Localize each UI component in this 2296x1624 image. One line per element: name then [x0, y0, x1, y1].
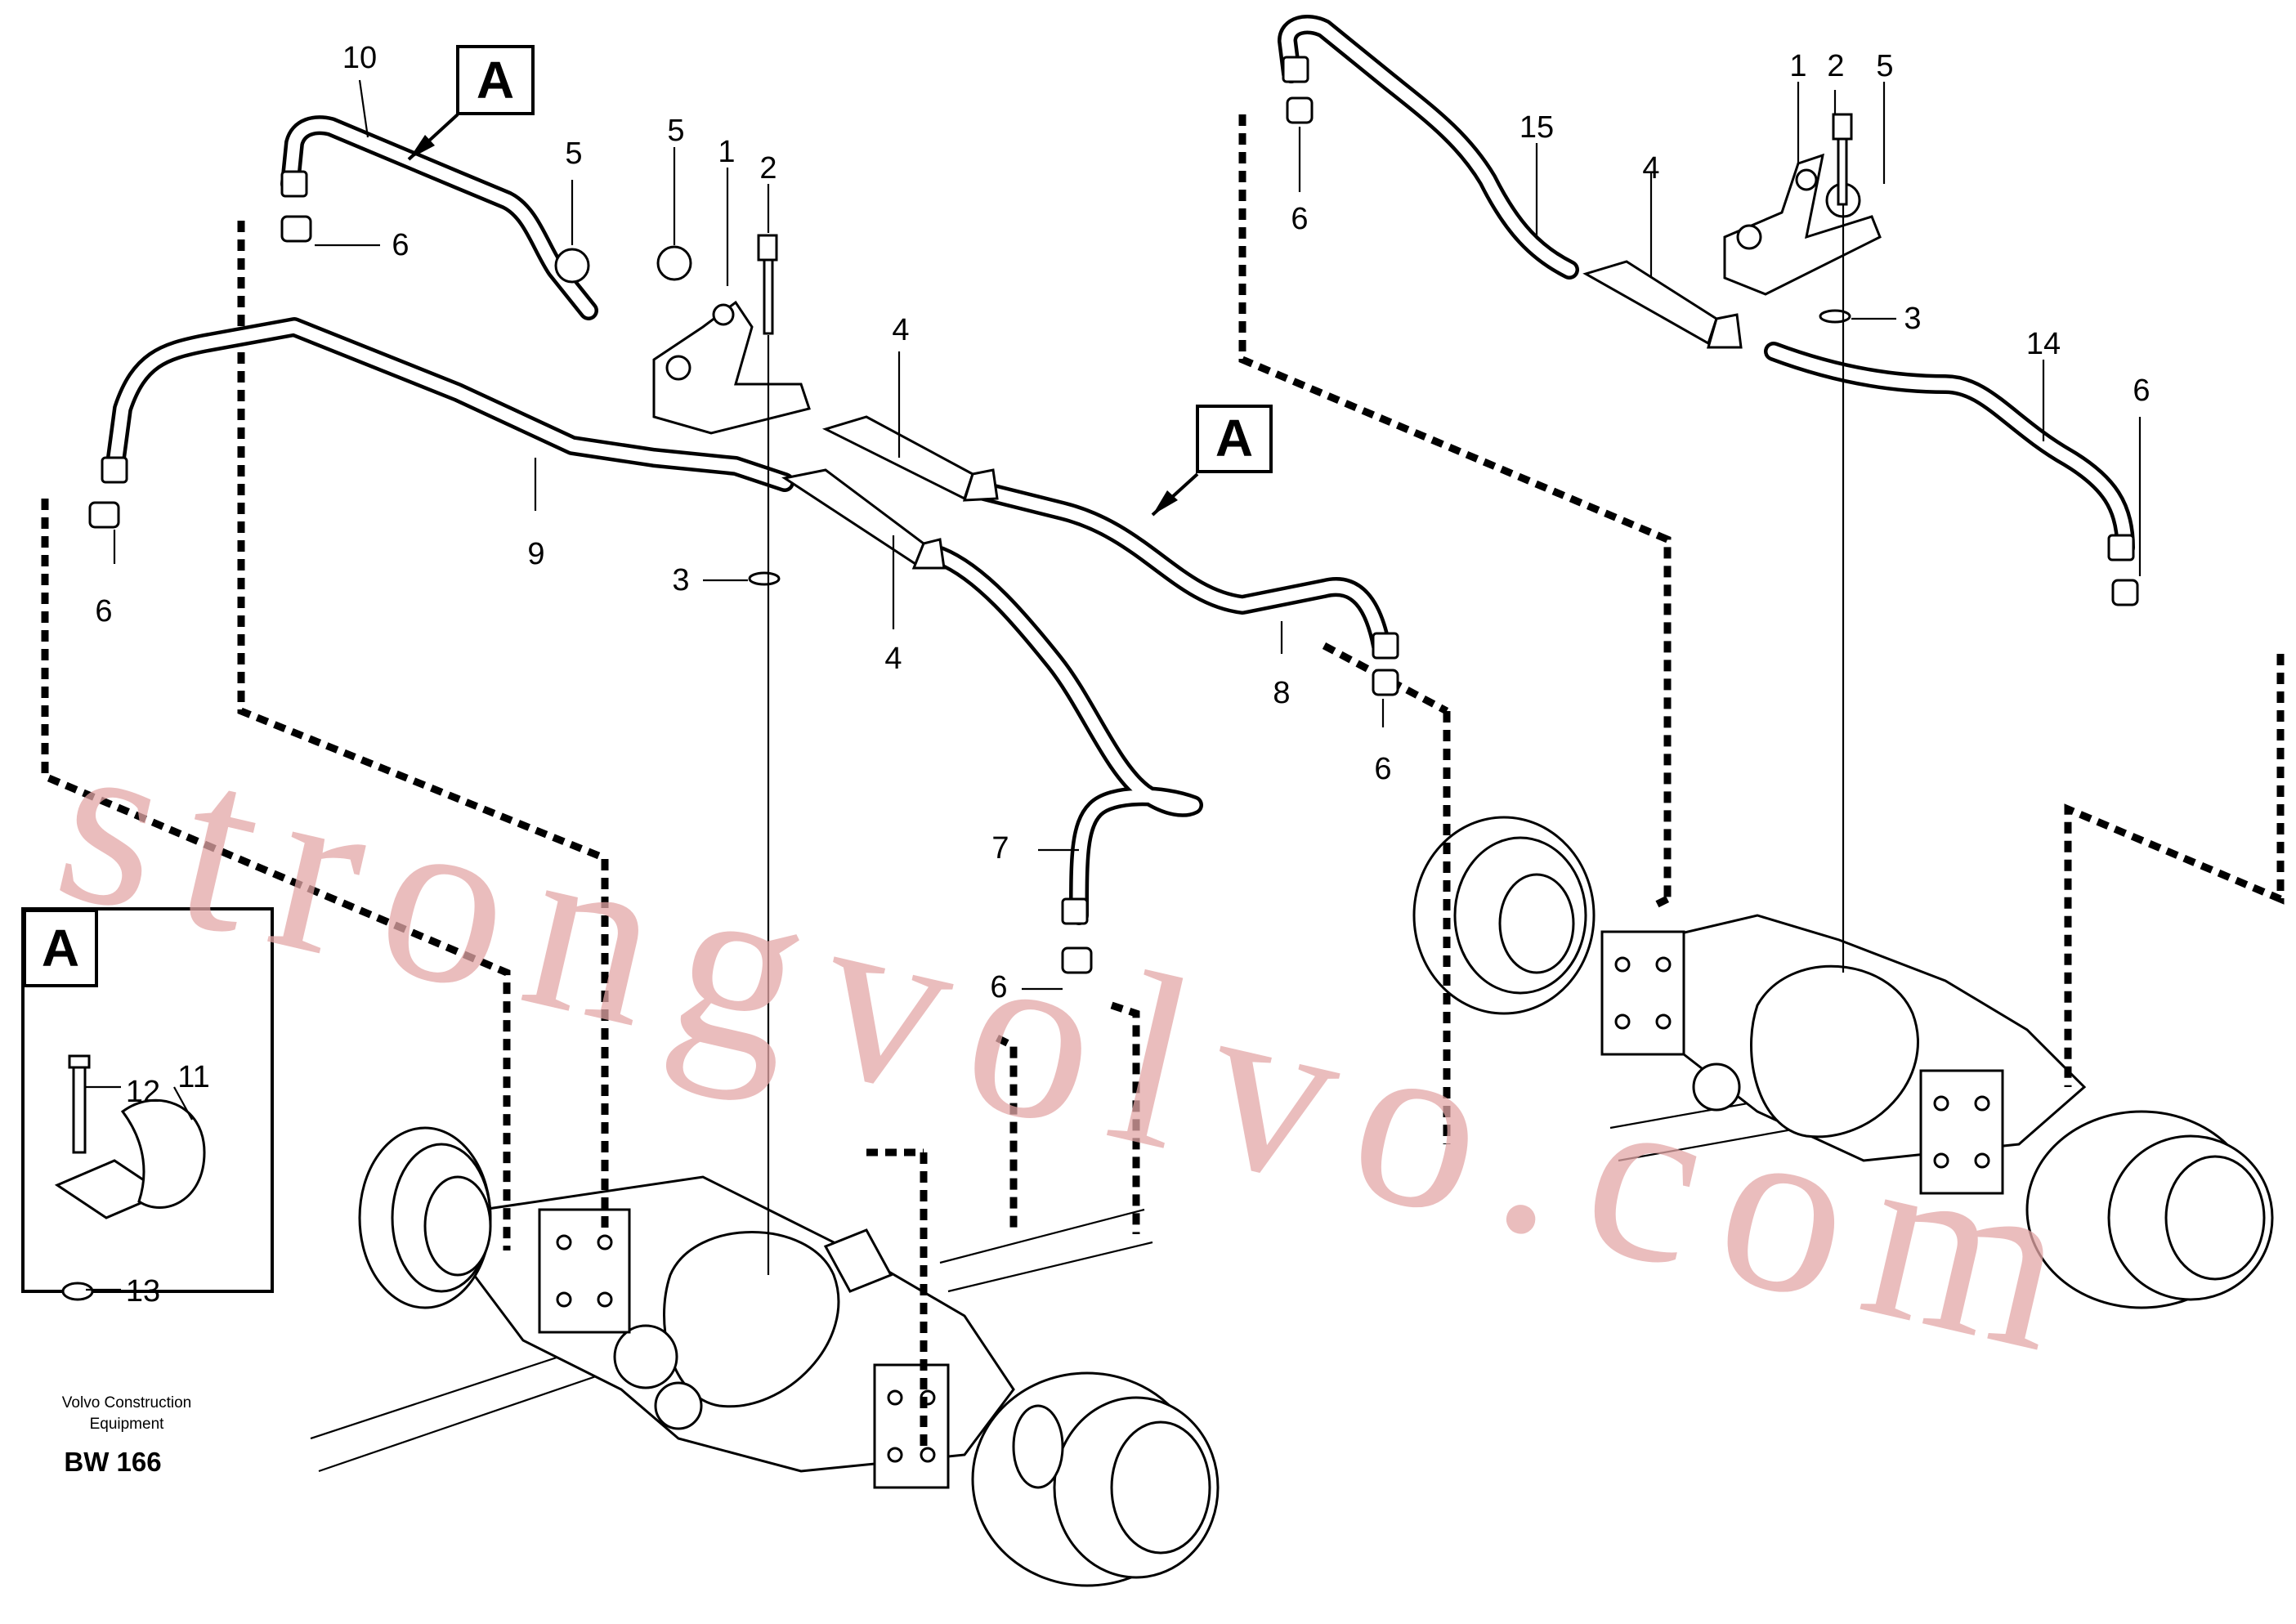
pipe-7: [930, 546, 1203, 925]
drawing-code: BW 166: [64, 1447, 161, 1477]
detail-view-a: A: [21, 907, 274, 1301]
callout-labels: 10 5 5 1 2 6 4 9 6 3 4 8 6 7 6 1 2 5 15 …: [95, 41, 2150, 1309]
right-axle-mount-block-right: [1919, 1069, 2004, 1195]
leader-lines: [113, 79, 2142, 991]
callout-5: 5: [565, 136, 582, 171]
dashed-leaders: [41, 114, 2285, 1447]
left-axle-mount-block: [538, 1208, 631, 1334]
fittings: [88, 56, 2139, 974]
callout-4: 4: [884, 642, 902, 676]
callout-7: 7: [991, 831, 1009, 866]
callout-3: 3: [672, 563, 689, 597]
view-marker-a-left: A: [407, 45, 535, 161]
callout-14: 14: [2026, 327, 2061, 361]
callout-5: 5: [1876, 49, 1893, 83]
hose-4-right: [1582, 260, 1743, 349]
pipe-14: [1764, 342, 2135, 557]
pipe-9: [105, 317, 794, 492]
callout-1: 1: [1789, 49, 1806, 83]
small-parts: [554, 113, 1861, 1275]
right-axle: [1412, 816, 2274, 1309]
left-axle-mount-block-right: [873, 1363, 950, 1489]
hose-4-lower: [781, 468, 946, 570]
callout-6: 6: [392, 228, 409, 262]
callout-8: 8: [1273, 676, 1290, 710]
callout-1: 1: [718, 135, 735, 169]
bracket-1-right: [1723, 153, 1882, 296]
callout-4: 4: [892, 313, 909, 347]
hose-4-upper: [821, 415, 999, 502]
callout-6: 6: [95, 594, 112, 629]
callout-10: 10: [342, 41, 377, 75]
callout-2: 2: [759, 151, 777, 186]
pipe-10: [280, 115, 598, 320]
callout-6: 6: [1374, 752, 1391, 786]
left-axle: [310, 1126, 1220, 1587]
view-marker-a-right: A: [1151, 405, 1273, 517]
callout-9: 9: [527, 537, 544, 571]
pipe-8: [971, 481, 1391, 655]
bracket-1-left: [652, 300, 811, 435]
callout-6: 6: [1291, 202, 1308, 236]
right-axle-mount-block: [1600, 930, 1685, 1056]
callout-3: 3: [1904, 302, 1921, 336]
callout-11: 11: [177, 1060, 209, 1094]
callout-2: 2: [1827, 49, 1844, 83]
callout-12: 12: [126, 1075, 160, 1109]
callout-6: 6: [2133, 374, 2150, 408]
pipe-15: [1278, 15, 1579, 280]
callout-6: 6: [990, 970, 1007, 1004]
callout-13: 13: [126, 1274, 160, 1309]
callout-15: 15: [1519, 110, 1554, 145]
credit-block: Volvo Construction Equipment BW 166: [62, 1394, 191, 1477]
svg-text:A: A: [1215, 409, 1253, 468]
detail-view-label: A: [42, 919, 79, 978]
svg-text:A: A: [477, 51, 514, 110]
callout-5: 5: [667, 114, 684, 148]
credit-line-1: Volvo Construction: [62, 1394, 191, 1411]
credit-line-2: Equipment: [90, 1416, 165, 1433]
callout-4: 4: [1642, 151, 1659, 186]
